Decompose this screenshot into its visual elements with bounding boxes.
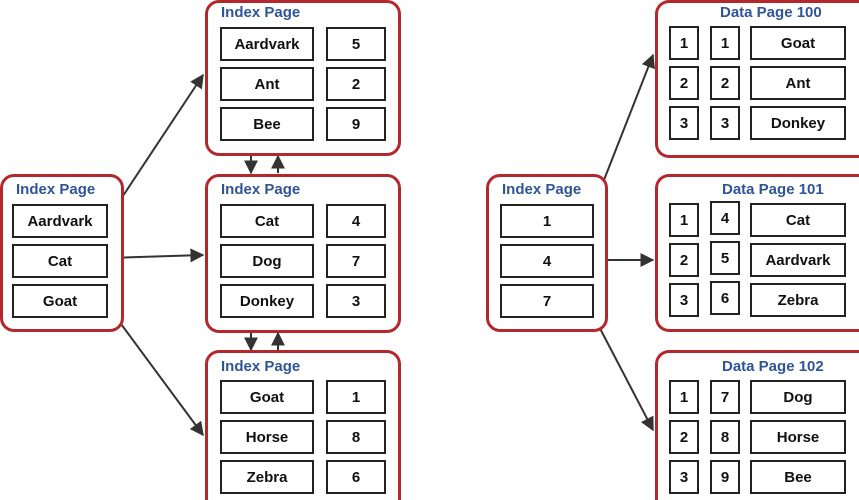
data-row-slot: 2 xyxy=(669,420,699,454)
data-row-value: Cat xyxy=(750,203,846,237)
leaf-pointer: 6 xyxy=(326,460,386,494)
leaf-pointer: 1 xyxy=(326,380,386,414)
data-row-value: Donkey xyxy=(750,106,846,140)
data-row-slot: 1 xyxy=(669,380,699,414)
right-root-key: 4 xyxy=(500,244,594,278)
data-row-value: Aardvark xyxy=(750,243,846,277)
data-row-id: 6 xyxy=(710,281,740,315)
data-row-id: 7 xyxy=(710,380,740,414)
leaf-key: Horse xyxy=(220,420,314,454)
leaf-key: Bee xyxy=(220,107,314,141)
data-row-id: 1 xyxy=(710,26,740,60)
data-row-slot: 1 xyxy=(669,203,699,237)
left-leaf2-title: Index Page xyxy=(221,181,301,198)
left-root-key: Goat xyxy=(12,284,108,318)
data-row-value: Ant xyxy=(750,66,846,100)
data-row-id: 8 xyxy=(710,420,740,454)
data-row-slot: 2 xyxy=(669,66,699,100)
leaf-pointer: 4 xyxy=(326,204,386,238)
data-row-value: Dog xyxy=(750,380,846,414)
leaf-pointer: 9 xyxy=(326,107,386,141)
data-row-id: 5 xyxy=(710,241,740,275)
right-root-key: 1 xyxy=(500,204,594,238)
leaf-key: Aardvark xyxy=(220,27,314,61)
left-root-key: Aardvark xyxy=(12,204,108,238)
data-row-slot: 3 xyxy=(669,283,699,317)
leaf-pointer: 8 xyxy=(326,420,386,454)
data-row-id: 9 xyxy=(710,460,740,494)
left-root-title: Index Page xyxy=(16,181,96,198)
data-row-value: Goat xyxy=(750,26,846,60)
leaf-key: Donkey xyxy=(220,284,314,318)
data-row-slot: 1 xyxy=(669,26,699,60)
right-root-key: 7 xyxy=(500,284,594,318)
arrow-key7-to-page102 xyxy=(592,314,654,432)
leaf-key: Goat xyxy=(220,380,314,414)
leaf-key: Ant xyxy=(220,67,314,101)
data-row-slot: 3 xyxy=(669,106,699,140)
leaf-key: Zebra xyxy=(220,460,314,494)
leaf-pointer: 2 xyxy=(326,67,386,101)
data-row-slot: 3 xyxy=(669,460,699,494)
data-row-value: Zebra xyxy=(750,283,846,317)
data-row-id: 3 xyxy=(710,106,740,140)
data-page-100-title: Data Page 100 xyxy=(720,4,822,21)
left-leaf1-title: Index Page xyxy=(221,4,301,21)
data-row-slot: 2 xyxy=(669,243,699,277)
data-row-value: Horse xyxy=(750,420,846,454)
leaf-pointer: 3 xyxy=(326,284,386,318)
left-leaf3-title: Index Page xyxy=(221,358,301,375)
leaf-pointer: 7 xyxy=(326,244,386,278)
leaf-pointer: 5 xyxy=(326,27,386,61)
leaf-key: Dog xyxy=(220,244,314,278)
data-row-id: 2 xyxy=(710,66,740,100)
data-row-value: Bee xyxy=(750,460,846,494)
data-page-101-title: Data Page 101 xyxy=(722,181,824,198)
data-page-102-title: Data Page 102 xyxy=(722,358,824,375)
left-root-key: Cat xyxy=(12,244,108,278)
right-root-title: Index Page xyxy=(502,181,582,198)
leaf-key: Cat xyxy=(220,204,314,238)
data-row-id: 4 xyxy=(710,201,740,235)
